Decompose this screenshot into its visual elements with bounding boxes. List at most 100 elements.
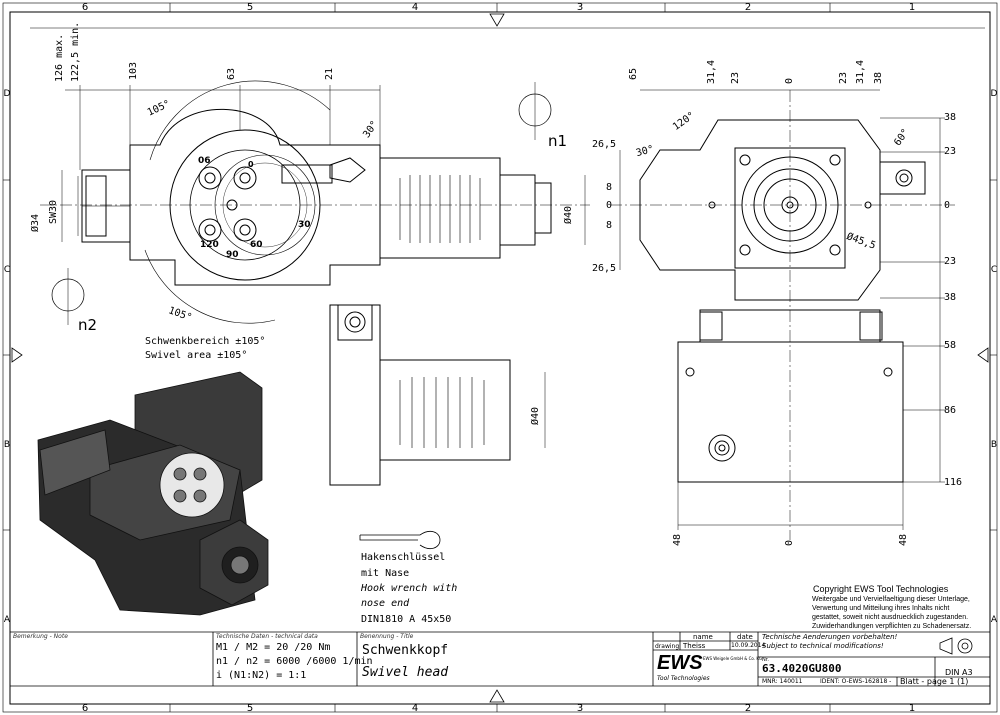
svg-text:D: D bbox=[991, 89, 998, 99]
tb-tech-label: Technische Daten - technical data bbox=[216, 633, 318, 640]
tb-ident: IDENT: O-EWS-162818 - bbox=[820, 678, 892, 685]
dim-21: 21 bbox=[324, 67, 335, 80]
dial-60: 60 bbox=[250, 240, 263, 250]
dim-0-top: 0 bbox=[784, 77, 795, 84]
dial-30: 30 bbox=[298, 220, 311, 230]
dim-48-left: 48 bbox=[672, 533, 683, 546]
dim-8-bottom: 8 bbox=[606, 220, 613, 231]
tb-part-no: 63.4020GU800 bbox=[762, 662, 842, 675]
copyright-line-1: Weitergabe und Vervielfaeltigung dieser … bbox=[812, 596, 970, 603]
side-view bbox=[40, 80, 590, 550]
front-view bbox=[610, 89, 955, 540]
svg-text:A: A bbox=[991, 615, 998, 625]
row-label-d: D bbox=[4, 89, 11, 99]
dim-38-r2: 38 bbox=[944, 292, 957, 303]
ews-logo-sub: Tool Technologies bbox=[657, 675, 710, 682]
svg-text:C: C bbox=[991, 265, 997, 275]
dial-120: 120 bbox=[200, 240, 219, 250]
row-label-a: A bbox=[4, 615, 11, 625]
dim-31-4-right: 31,4 bbox=[855, 59, 866, 84]
tb-blatt: Blatt - page 1 (1) bbox=[900, 677, 969, 686]
svg-text:B: B bbox=[991, 440, 997, 450]
dim-23-r1: 23 bbox=[944, 146, 957, 157]
dim-58: 58 bbox=[944, 340, 957, 351]
note-swivel-de: Schwenkbereich ±105° bbox=[145, 336, 266, 347]
copyright-line-2: Verwertung und Mitteilung ihres Inhalts … bbox=[812, 605, 950, 612]
svg-text:4: 4 bbox=[412, 703, 418, 714]
svg-text:5: 5 bbox=[247, 703, 253, 714]
tb-nr-label: Nr. bbox=[762, 657, 769, 663]
dial-0: 0 bbox=[248, 160, 254, 169]
svg-text:6: 6 bbox=[82, 703, 88, 714]
tb-speed: n1 / n2 = 6000 /6000 1/min bbox=[216, 656, 373, 667]
dim-126: 126 max. bbox=[54, 33, 65, 82]
dim-d40-lower: Ø40 bbox=[530, 406, 541, 425]
note-wrench-de-1: Hakenschlüssel bbox=[361, 552, 446, 563]
tb-title-de: Schwenkkopf bbox=[362, 643, 449, 658]
note-wrench-en-2: nose end bbox=[361, 598, 410, 609]
tb-date: 10.09.2014 bbox=[731, 642, 766, 649]
dim-23-left: 23 bbox=[730, 71, 741, 84]
dim-65: 65 bbox=[628, 67, 639, 80]
dim-sw30: SW30 bbox=[48, 199, 59, 224]
dim-d34: Ø34 bbox=[30, 213, 41, 232]
dim-26-5-top: 26,5 bbox=[592, 139, 617, 150]
dim-23-right: 23 bbox=[838, 71, 849, 84]
dial-90: 90 bbox=[226, 250, 239, 260]
dim-63: 63 bbox=[226, 67, 237, 80]
copyright-line-4: Zuwiderhandlungen verpflichten zu Schade… bbox=[812, 623, 972, 630]
dim-23-r2: 23 bbox=[944, 256, 957, 267]
dim-86: 86 bbox=[944, 405, 957, 416]
projection-symbol bbox=[939, 637, 973, 655]
col-label-2: 2 bbox=[745, 2, 751, 13]
tb-mnr: MNR: 140011 bbox=[762, 678, 803, 685]
tb-date-hdr: date bbox=[737, 633, 753, 641]
note-wrench-de-2: mit Nase bbox=[361, 568, 410, 579]
isometric-view bbox=[37, 371, 269, 616]
note-wrench-din: DIN1810 A 45x50 bbox=[361, 614, 452, 625]
row-label-b: B bbox=[4, 440, 10, 450]
tb-drawer: Theiss bbox=[683, 642, 706, 650]
col-label-3: 3 bbox=[577, 2, 583, 13]
dim-8-top: 8 bbox=[606, 182, 613, 193]
dial-06: 06 bbox=[198, 156, 211, 166]
note-swivel-en: Swivel area ±105° bbox=[145, 350, 248, 361]
svg-text:3: 3 bbox=[577, 703, 583, 714]
tb-ratio: i (N1:N2) = 1:1 bbox=[216, 670, 307, 681]
dim-31-4-left: 31,4 bbox=[706, 59, 717, 84]
tb-title-en: Swivel head bbox=[362, 665, 449, 680]
dim-0-right: 0 bbox=[944, 200, 951, 211]
note-wrench-en-1: Hook wrench with bbox=[361, 583, 458, 594]
tb-name-hdr: name bbox=[693, 633, 713, 641]
dim-48-right: 48 bbox=[898, 533, 909, 546]
label-n1: n1 bbox=[548, 132, 568, 150]
tb-company: EWS Weigele GmbH & Co. KG bbox=[703, 656, 763, 661]
col-label-5: 5 bbox=[247, 2, 253, 13]
svg-text:1: 1 bbox=[909, 703, 915, 714]
dim-38-r1: 38 bbox=[944, 112, 957, 123]
svg-text:2: 2 bbox=[745, 703, 751, 714]
dim-122: 122,5 min. bbox=[70, 21, 81, 82]
dim-116: 116 bbox=[944, 477, 963, 488]
tb-drawing-lbl: drawing bbox=[655, 643, 680, 650]
label-n2: n2 bbox=[78, 316, 98, 334]
col-label-6: 6 bbox=[82, 2, 88, 13]
tb-title-label: Benennung - Title bbox=[360, 633, 414, 640]
copyright-title: Copyright EWS Tool Technologies bbox=[813, 584, 949, 594]
tb-change-de: Technische Aenderungen vorbehalten! bbox=[762, 633, 898, 641]
dim-38-top: 38 bbox=[873, 71, 884, 84]
dim-0-left: 0 bbox=[606, 200, 613, 211]
col-label-4: 4 bbox=[412, 2, 418, 13]
tb-torque: M1 / M2 = 20 /20 Nm bbox=[216, 642, 331, 653]
tb-remark-label: Bemerkung - Note bbox=[13, 633, 68, 640]
tb-din: DIN A3 bbox=[945, 668, 973, 677]
dim-0-bottom: 0 bbox=[784, 539, 795, 546]
col-label-1: 1 bbox=[909, 2, 915, 13]
copyright-line-3: gestattet, soweit nicht ausdruecklich zu… bbox=[812, 614, 969, 621]
dim-103: 103 bbox=[128, 61, 139, 80]
dim-26-5-bottom: 26,5 bbox=[592, 263, 617, 274]
row-label-c: C bbox=[4, 265, 10, 275]
ews-logo: EWS bbox=[657, 652, 703, 674]
dim-d40-upper: Ø40 bbox=[563, 205, 574, 224]
